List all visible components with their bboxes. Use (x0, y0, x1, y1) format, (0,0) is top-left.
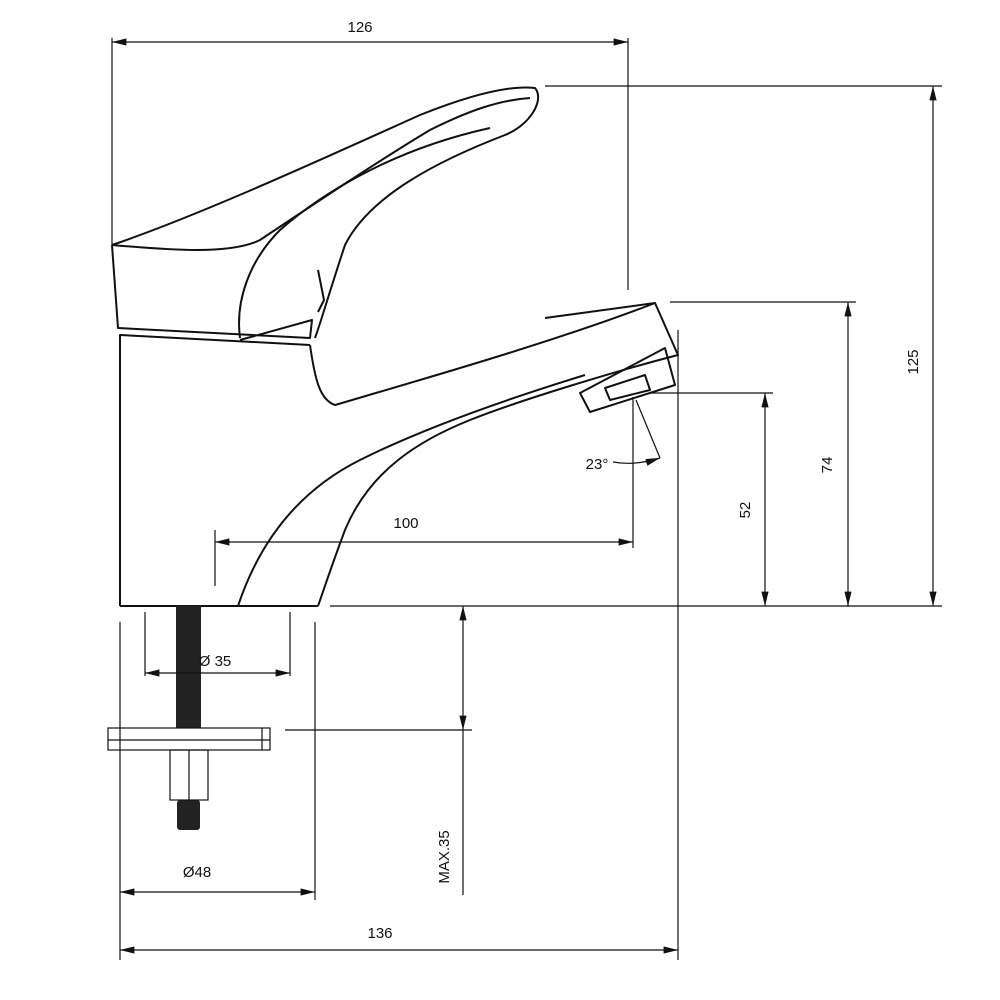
dim-outlet-height: 52 (737, 502, 754, 519)
dim-overall-width: 126 (347, 19, 372, 36)
lever-handle (111, 86, 540, 341)
dim-outlet-angle: 23° (586, 456, 609, 473)
dim-max-counter-thickness: MAX.35 (436, 830, 453, 883)
dimension-lines (111, 38, 942, 960)
dim-spout-reach: 100 (393, 515, 418, 532)
faucet-body (119, 334, 318, 607)
dim-overall-height: 125 (905, 349, 922, 374)
dim-spout-top-height: 74 (819, 457, 836, 474)
mounting-plate (107, 727, 271, 751)
threaded-rod (176, 606, 201, 830)
spout (237, 302, 679, 607)
dim-base-diameter-inner: Ø 35 (199, 653, 232, 670)
dim-total-depth: 136 (367, 925, 392, 942)
hex-nut (169, 749, 209, 801)
dim-base-diameter: Ø48 (183, 864, 211, 881)
